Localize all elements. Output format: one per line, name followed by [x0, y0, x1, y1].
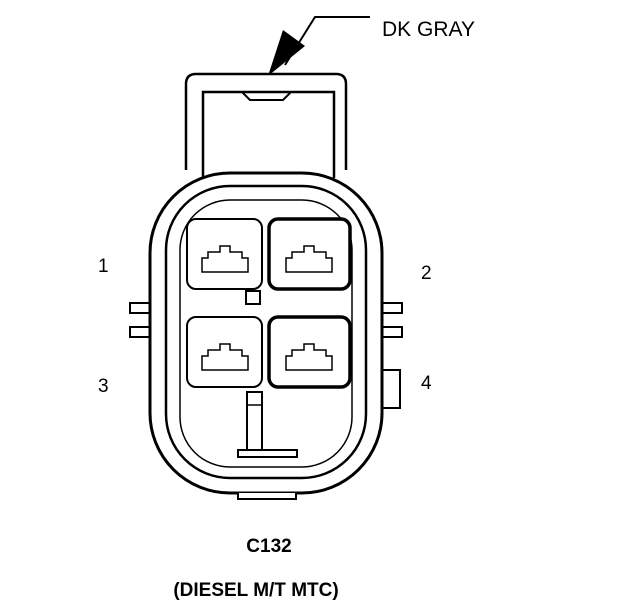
- center-key: [245, 290, 261, 305]
- connector-description: (DIESEL M/T MTC): [173, 580, 338, 600]
- connector-latch: [184, 72, 348, 178]
- connector-id: C132: [246, 536, 291, 557]
- pin-3-cavity: [186, 316, 263, 388]
- wire-color-leader: [268, 16, 370, 76]
- bottom-tab: [237, 493, 297, 500]
- pin-4-cavity: [267, 315, 352, 389]
- bottom-rib: [237, 391, 298, 458]
- pin-2-cavity: [267, 217, 352, 291]
- pin-1-cavity: [186, 218, 263, 290]
- pin-1-label: 1: [98, 256, 109, 277]
- wire-color-label: DK GRAY: [382, 18, 475, 41]
- pin-4-label: 4: [421, 373, 432, 394]
- pin-2-label: 2: [421, 263, 432, 284]
- pin-3-label: 3: [98, 376, 109, 397]
